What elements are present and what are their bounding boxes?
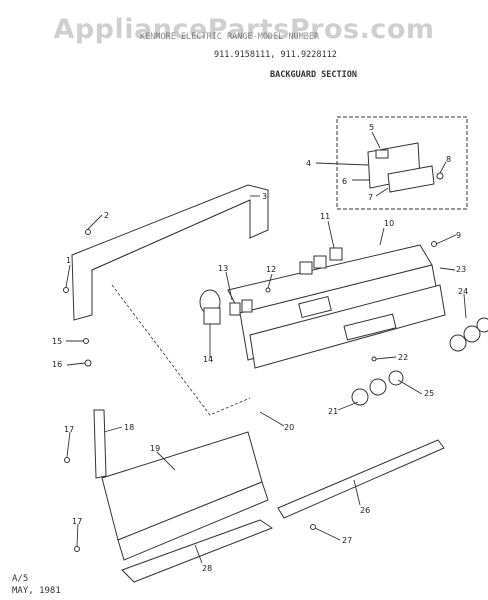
footer-date: MAY, 1981 [12, 586, 61, 596]
callout-3: 3 [262, 192, 267, 201]
callout-28: 28 [202, 564, 212, 573]
callout-25: 25 [424, 389, 434, 398]
diagram-title: KENMORE ELECTRIC RANGE-MODEL NUMBER [140, 32, 320, 42]
callout-17-lower: 17 [72, 517, 82, 526]
backguard-top-bracket [71, 184, 269, 321]
callout-23: 23 [456, 265, 466, 274]
callout-2: 2 [104, 211, 109, 220]
callout-8: 8 [446, 155, 451, 164]
callout-4: 4 [306, 159, 311, 168]
callout-7: 7 [368, 193, 373, 202]
callout-10: 10 [384, 219, 394, 228]
callout-22: 22 [398, 353, 408, 362]
callout-5: 5 [369, 123, 374, 132]
side-bracket [93, 409, 107, 479]
callout-20: 20 [284, 423, 294, 432]
inset-box [336, 116, 468, 210]
callout-17-upper: 17 [64, 425, 74, 434]
callout-9: 9 [456, 231, 461, 240]
callout-27: 27 [342, 536, 352, 545]
trim-strip [277, 439, 445, 519]
callout-15: 15 [52, 337, 62, 346]
switches [229, 247, 343, 316]
lower-panel [101, 431, 269, 561]
screws [63, 229, 437, 552]
callout-labels: 2 3 4 5 6 7 8 9 10 11 12 13 14 15 16 1 1… [52, 123, 468, 573]
thermostat [199, 289, 221, 325]
callout-21: 21 [328, 407, 338, 416]
model-numbers: 911.9158111, 911.9228112 [214, 50, 337, 60]
callout-14: 14 [203, 355, 213, 364]
callout-6: 6 [342, 177, 347, 186]
section-title: BACKGUARD SECTION [270, 70, 357, 80]
control-panel [227, 244, 446, 369]
callout-24: 24 [458, 287, 468, 296]
callout-leaders [65, 131, 467, 564]
footer-code: A/5 [12, 574, 29, 584]
callout-26: 26 [360, 506, 370, 515]
callout-13: 13 [218, 264, 228, 273]
clock-assembly [367, 142, 444, 193]
callout-19: 19 [150, 444, 160, 453]
callout-11: 11 [320, 212, 330, 221]
knobs [351, 317, 488, 406]
callout-18: 18 [124, 423, 134, 432]
reference-line [111, 284, 251, 416]
callout-1: 1 [66, 256, 71, 265]
callout-12: 12 [266, 265, 276, 274]
callout-16: 16 [52, 360, 62, 369]
